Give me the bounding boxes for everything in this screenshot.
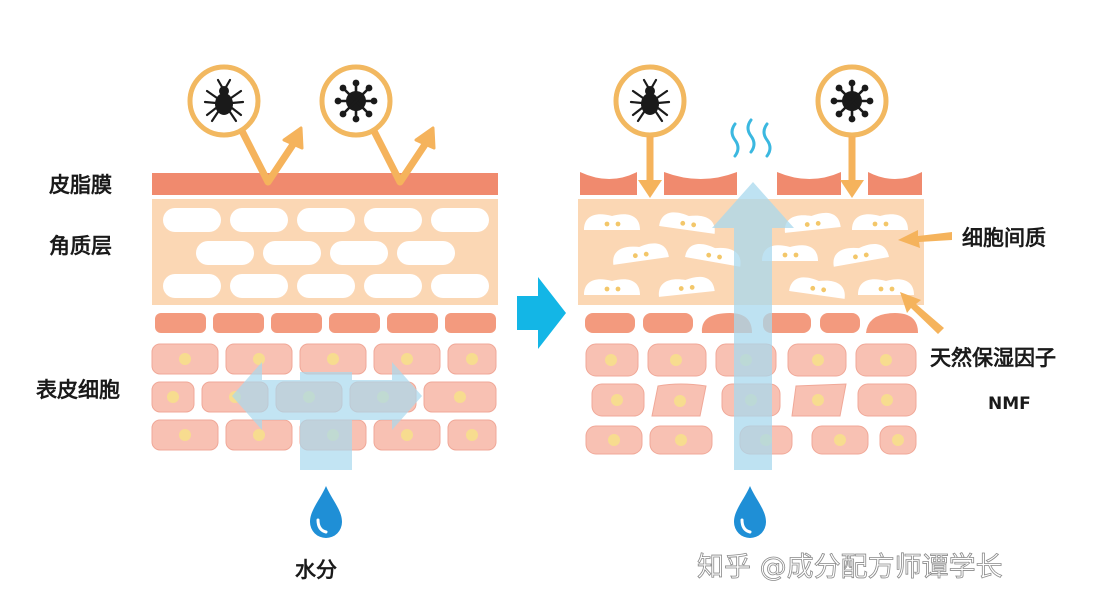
bounce-arrow-virus	[370, 126, 436, 186]
right-arrow-icon	[517, 277, 566, 349]
nmf-pointer-arrow	[900, 292, 944, 334]
damaged-skin-panel: 细胞间质 天然保湿因子 NMF	[578, 64, 1056, 540]
healthy-skin-panel: 皮脂膜 角质层 表皮细胞 水分	[36, 64, 498, 582]
water-label: 水分	[295, 558, 337, 582]
damaged-cell-nuclei	[605, 354, 904, 446]
stratum-corneum-label: 角质层	[49, 234, 112, 258]
penetrate-arrow-virus	[840, 136, 864, 198]
nmf-label: 天然保湿因子	[930, 346, 1056, 370]
water-drop-icon	[732, 484, 768, 540]
steam-icon	[730, 118, 772, 158]
nmf-abbr-label: NMF	[988, 394, 1031, 414]
damaged-sebum-film	[580, 172, 922, 195]
mite-icon	[613, 64, 687, 138]
damaged-epidermal-cells	[585, 343, 917, 455]
sebum-film-label: 皮脂膜	[49, 173, 112, 197]
epidermal-cells-label: 表皮细胞	[36, 378, 120, 402]
water-drop-icon	[308, 484, 344, 540]
intercellular-matrix-label: 细胞间质	[962, 226, 1046, 250]
virus-icon	[319, 64, 393, 138]
water-loss-arrow	[712, 182, 794, 470]
matrix-pointer-arrow	[898, 230, 952, 248]
water-retention-arrow	[232, 362, 422, 470]
mite-icon	[187, 64, 261, 138]
watermark: 知乎 @成分配方师谭学长	[697, 552, 1003, 583]
penetrate-arrow-mite	[638, 136, 662, 198]
sebum-film-layer	[152, 173, 498, 195]
virus-icon	[815, 64, 889, 138]
corneocytes	[163, 208, 489, 298]
bounce-arrow-mite	[238, 126, 304, 186]
granular-cells	[155, 313, 496, 333]
damaged-granular-cells	[585, 313, 918, 333]
